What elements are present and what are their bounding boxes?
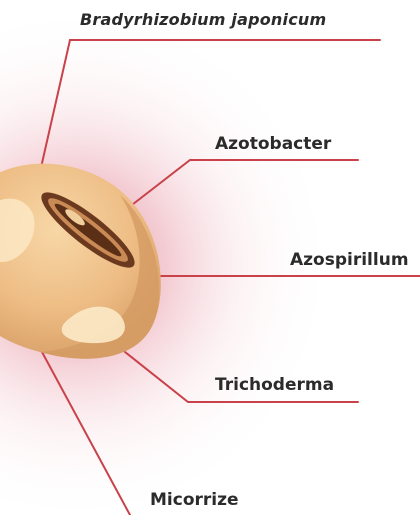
label-azospirillum: Azospirillum xyxy=(290,252,409,269)
label-bradyrhizobium: Bradyrhizobium japonicum xyxy=(80,12,326,28)
label-micorrize: Micorrize xyxy=(150,492,239,509)
label-trichoderma: Trichoderma xyxy=(215,377,334,394)
label-azotobacter: Azotobacter xyxy=(215,136,331,153)
